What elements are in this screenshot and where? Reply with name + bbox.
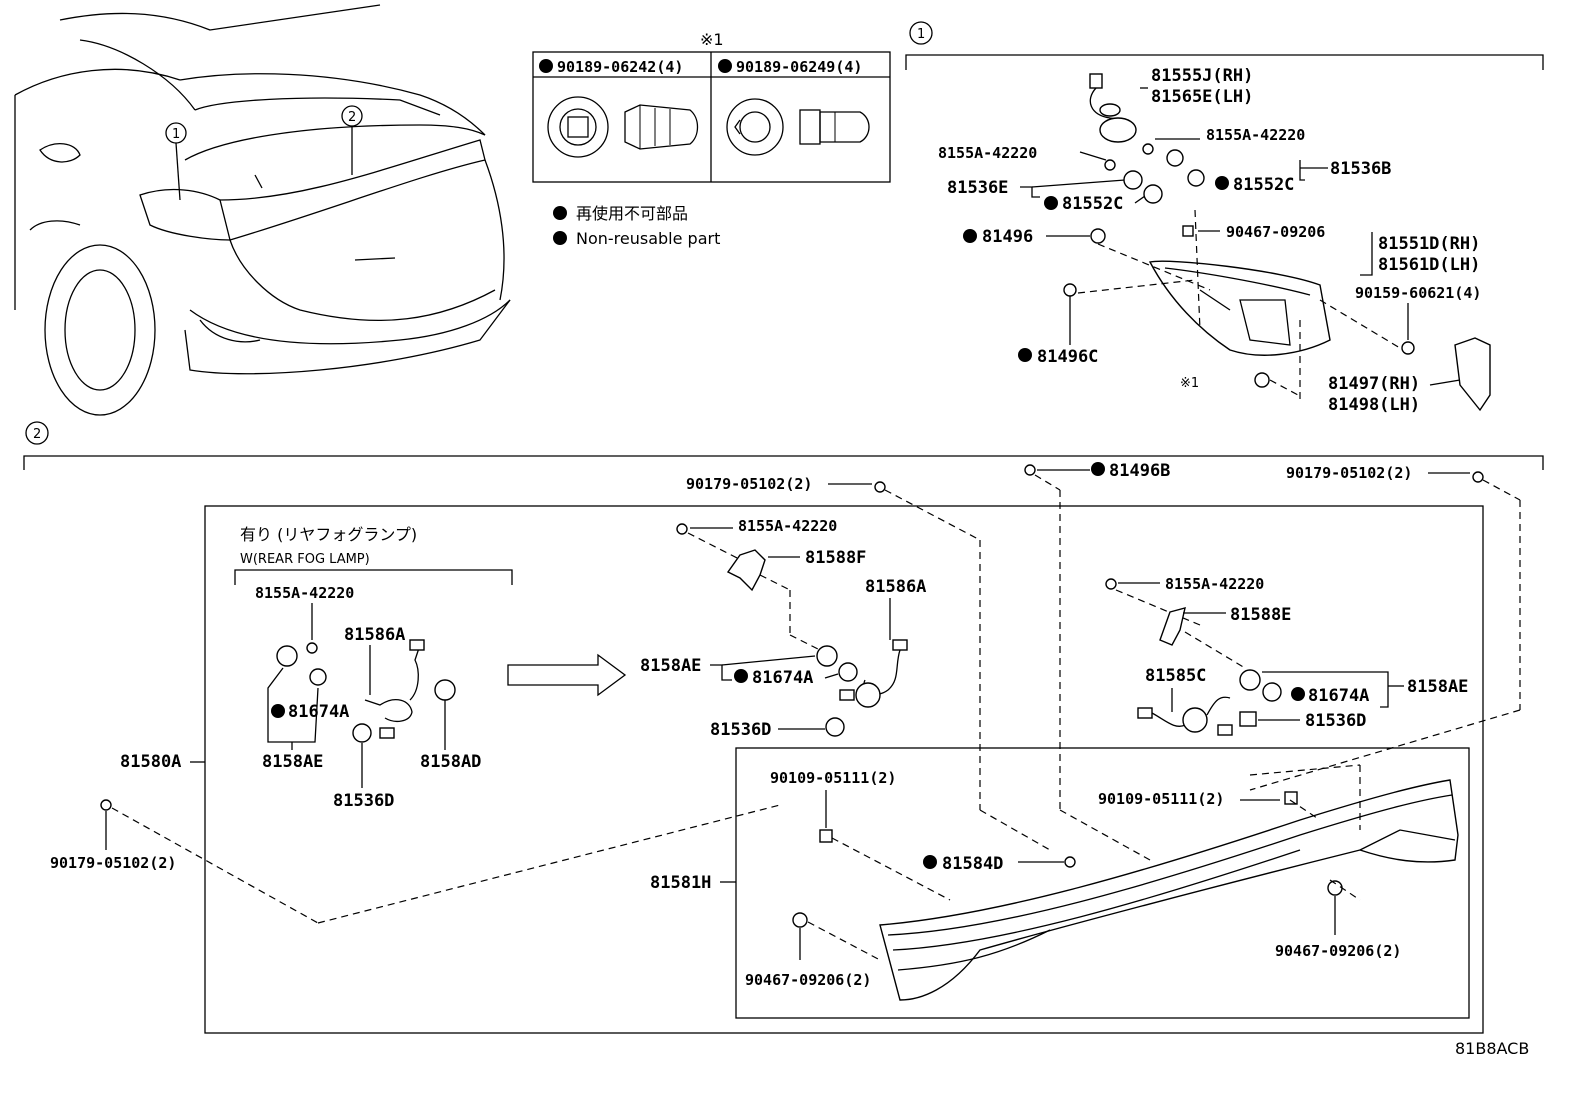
clip-a-icon [547, 96, 699, 158]
mid-part-81536D: 81536D [710, 720, 771, 740]
mid-part-81588F: 81588F [805, 548, 866, 568]
non-reusable-dot-icon [923, 855, 937, 869]
part-81581H: 81581H [650, 873, 711, 893]
clip-b-icon [726, 98, 870, 156]
fog-part-8158AD: 8158AD [420, 752, 481, 772]
non-reusable-dot-icon [1044, 196, 1058, 210]
part-90179-right: 90179-05102(2) [1286, 464, 1412, 482]
part-81555J: 81555J(RH) [1151, 66, 1253, 86]
legend-english: Non-reusable part [576, 229, 720, 248]
non-reusable-dot-icon [734, 669, 748, 683]
non-reusable-dot-icon [718, 59, 732, 73]
note-mark-clip: ※1 [1180, 376, 1199, 391]
fog-part-81586A: 81586A [344, 625, 405, 645]
legend-japanese: 再使用不可部品 [576, 204, 688, 223]
non-reusable-dot-icon [963, 229, 977, 243]
clip-reference-table: ※1 90189-06242(4) 90189-06249(4) [532, 30, 891, 183]
garnish-inner-frame [735, 747, 1470, 1019]
mid-part-81586A: 81586A [865, 577, 926, 597]
non-reusable-dot-icon [1018, 348, 1032, 362]
right-part-81536D: 81536D [1305, 711, 1366, 731]
callout-2-label: 2 [348, 110, 356, 125]
fog-lamp-en: W(REAR FOG LAMP) [240, 552, 370, 567]
tail-lamp-body [1148, 260, 1331, 356]
garnish-part-90109-left: 90109-05111(2) [770, 769, 896, 787]
part-90179-left: 90179-05102(2) [50, 854, 176, 872]
diagram-code: 81B8ACB [1455, 1039, 1529, 1058]
socket-wire-assembly [1089, 73, 1137, 143]
part-81496: 81496 [982, 227, 1033, 247]
non-reusable-dot-icon [271, 704, 285, 718]
legend: 再使用不可部品 Non-reusable part [553, 204, 720, 248]
right-part-8155A: 8155A-42220 [1165, 575, 1264, 593]
part-81551D: 81551D(RH) [1378, 234, 1480, 254]
part-81552C-left: 81552C [1062, 194, 1123, 214]
part-81536E: 81536E [947, 178, 1008, 198]
part-81498: 81498(LH) [1328, 395, 1420, 415]
part-81496B: 81496B [1109, 461, 1170, 481]
right-part-8158AE: 8158AE [1407, 677, 1468, 697]
fog-lamp-jp: 有り (リヤフォグランプ) [240, 525, 417, 544]
part-81552C-right: 81552C [1233, 175, 1294, 195]
part-90467: 90467-09206 [1226, 223, 1325, 241]
group-1-callout: 1 [917, 27, 925, 42]
right-part-81585C: 81585C [1145, 666, 1206, 686]
callout-1-car: 1 [165, 122, 187, 201]
group-2-callout: 2 [33, 427, 41, 442]
clip-b-part-number: 90189-06249(4) [736, 58, 862, 76]
part-81580A: 81580A [120, 752, 181, 772]
assembly-outer-frame [204, 505, 1484, 1034]
group-2-garnish: 2 90179-05102(2) 81496B 90179-05102(2) 有… [23, 421, 1544, 1034]
fog-part-8158AE: 8158AE [262, 752, 323, 772]
part-90159: 90159-60621(4) [1355, 284, 1481, 302]
part-81536B: 81536B [1330, 159, 1391, 179]
mid-part-8155A: 8155A-42220 [738, 517, 837, 535]
part-81496C: 81496C [1037, 347, 1098, 367]
clip-table-note-mark: ※1 [700, 30, 724, 49]
part-8155A-right: 8155A-42220 [1206, 126, 1305, 144]
fog-part-81536D: 81536D [333, 791, 394, 811]
back-door-garnish-body [879, 779, 1459, 1001]
part-90179-top: 90179-05102(2) [686, 475, 812, 493]
vehicle-rear-illustration [14, 4, 511, 416]
part-81497: 81497(RH) [1328, 374, 1420, 394]
arrow-right-icon [507, 653, 627, 697]
right-part-81588E: 81588E [1230, 605, 1291, 625]
part-8155A-left: 8155A-42220 [938, 144, 1037, 162]
fog-part-81674A: 81674A [288, 702, 349, 722]
non-reusable-dot-icon [553, 231, 567, 245]
non-reusable-dot-icon [1215, 176, 1229, 190]
callout-2-car: 2 [341, 105, 363, 175]
part-81561D: 81561D(LH) [1378, 255, 1480, 275]
group-1-tail-lamp: 1 81555J(RH) 81565E(LH) 8155A-42220 8155… [905, 21, 1544, 415]
clip-a-part-number: 90189-06242(4) [557, 58, 683, 76]
mid-part-8158AE: 8158AE [640, 656, 701, 676]
garnish-part-90467-left: 90467-09206(2) [745, 971, 871, 989]
right-part-81674A: 81674A [1308, 686, 1369, 706]
garnish-part-81584D: 81584D [942, 854, 1003, 874]
non-reusable-dot-icon [1291, 687, 1305, 701]
part-81565E: 81565E(LH) [1151, 87, 1253, 107]
non-reusable-dot-icon [1091, 462, 1105, 476]
garnish-part-90467-right: 90467-09206(2) [1275, 942, 1401, 960]
non-reusable-dot-icon [539, 59, 553, 73]
garnish-part-90109-right: 90109-05111(2) [1098, 790, 1224, 808]
non-reusable-dot-icon [553, 206, 567, 220]
mid-part-81674A: 81674A [752, 668, 813, 688]
fog-part-8155A: 8155A-42220 [255, 584, 354, 602]
callout-1-label: 1 [172, 127, 180, 142]
